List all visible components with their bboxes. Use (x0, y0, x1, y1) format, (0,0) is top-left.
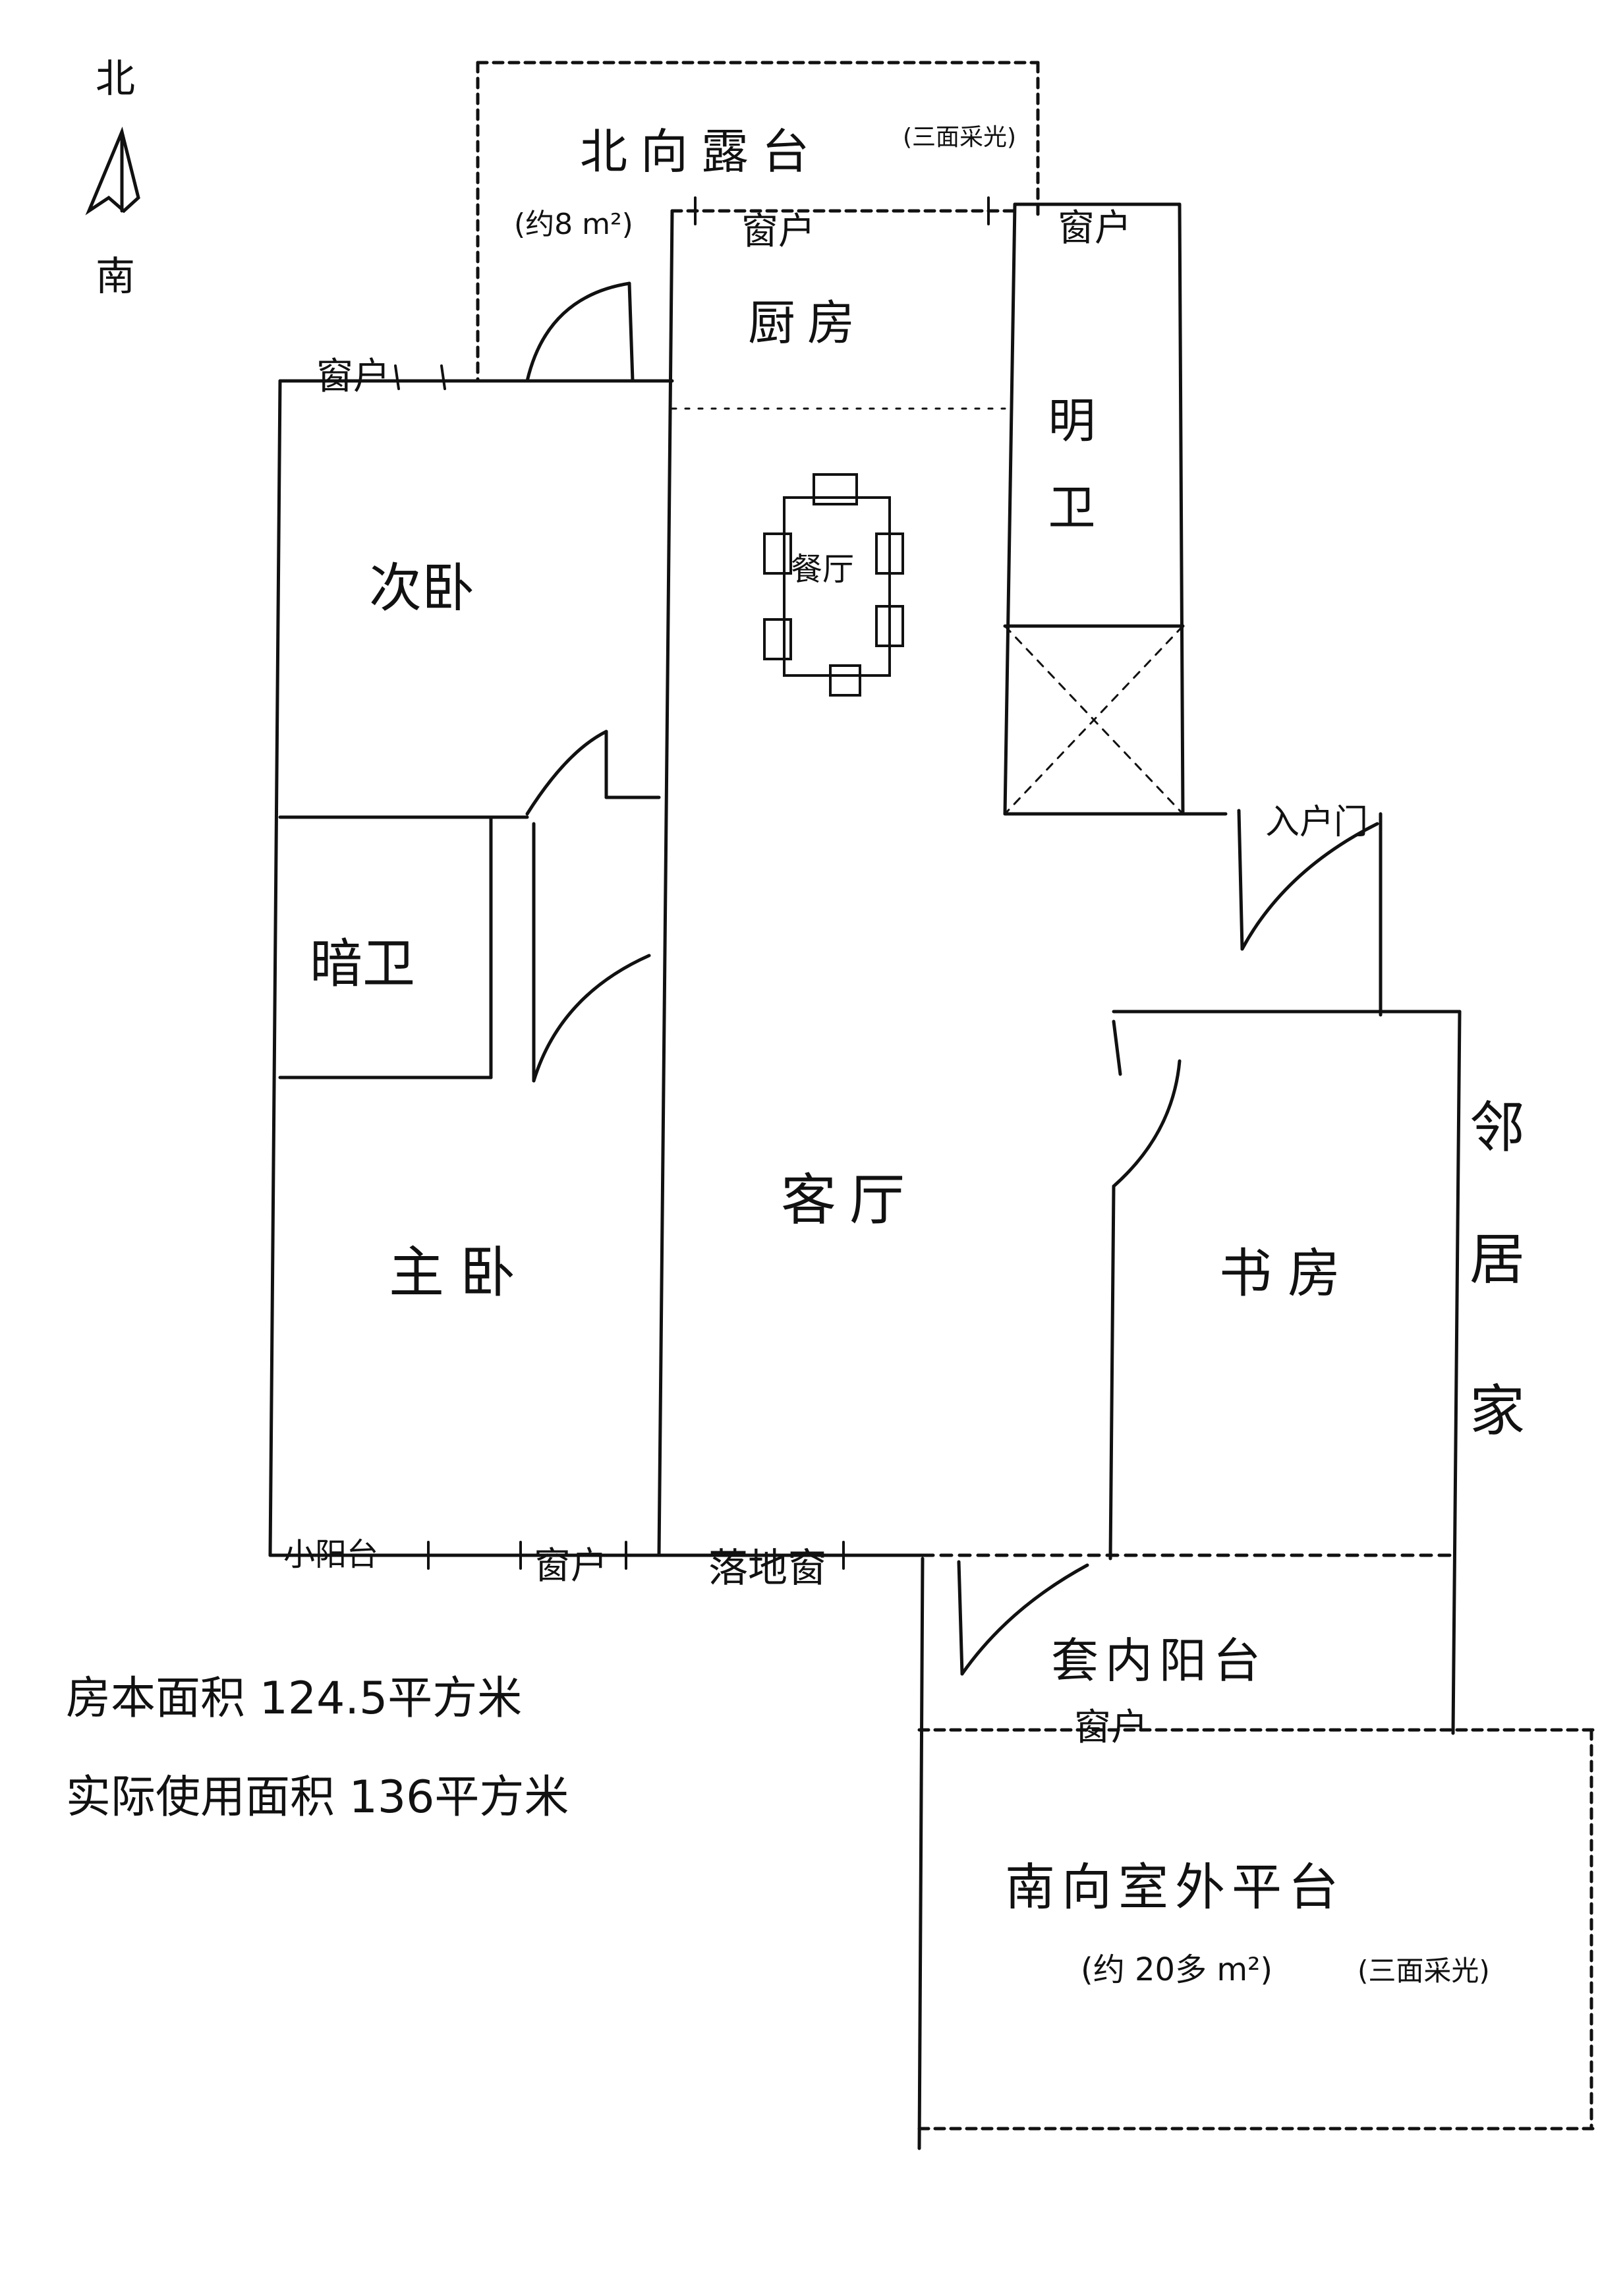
neighbor-char-1: 邻 (1470, 1095, 1525, 1160)
door-secondary-bedroom (525, 730, 608, 816)
compass-arrow-icon (85, 127, 140, 215)
south-terrace-outline (917, 1728, 1597, 2131)
bright-bathroom-label: 明卫 (1040, 395, 1095, 569)
dining-label: 餐厅 (791, 551, 854, 588)
compass-north: 北 (96, 56, 135, 102)
bathroom-window-label: 窗户 (1058, 207, 1131, 250)
kitchen-label: 厨房 (748, 295, 867, 351)
compass-south: 南 (96, 254, 135, 300)
neighbor-char-3: 家 (1470, 1379, 1525, 1443)
door-study (1112, 1019, 1182, 1188)
master-bedroom-label: 主卧 (389, 1240, 531, 1305)
balcony-small-label: 小阳台 (283, 1536, 378, 1573)
south-terrace-area: (约 20多 m²) (1081, 1951, 1272, 1988)
dining-table-icon (763, 473, 904, 697)
door-north-terrace (525, 281, 635, 383)
north-terrace-outline (476, 61, 1040, 383)
living-room-label: 客厅 (781, 1168, 918, 1232)
entrance-label: 入户门 (1265, 803, 1368, 842)
secondary-bedroom-window-label: 窗户 (316, 355, 390, 398)
bottom-window-label: 窗户 (534, 1545, 608, 1588)
floor-window-label: 落地窗 (708, 1545, 827, 1592)
north-terrace-label: 北向露台 (580, 124, 822, 179)
south-window-label: 窗户 (1074, 1706, 1148, 1749)
study-label: 书房 (1219, 1243, 1356, 1304)
south-terrace-label: 南向室外平台 (1005, 1858, 1345, 1916)
secondary-bedroom-label: 次卧 (369, 558, 474, 619)
window-ticks (394, 196, 990, 1570)
door-dark-bathroom (532, 822, 651, 1083)
north-terrace-note: (三面采光) (903, 124, 1016, 151)
door-inner-balcony (957, 1560, 1089, 1676)
dark-bathroom-label: 暗卫 (310, 933, 415, 994)
door-entrance (1237, 809, 1379, 951)
actual-area-note: 实际使用面积 136平方米 (66, 1771, 569, 1823)
inner-balcony-label: 套内阳台 (1051, 1633, 1267, 1688)
walls (268, 202, 1462, 2150)
floor-area-note: 房本面积 124.5平方米 (66, 1673, 522, 1725)
kitchen-window-label: 窗户 (741, 210, 815, 253)
south-terrace-note: (三面采光) (1357, 1955, 1490, 1987)
north-terrace-area: (约8 m²) (514, 208, 633, 241)
neighbor-char-2: 居 (1470, 1227, 1525, 1292)
